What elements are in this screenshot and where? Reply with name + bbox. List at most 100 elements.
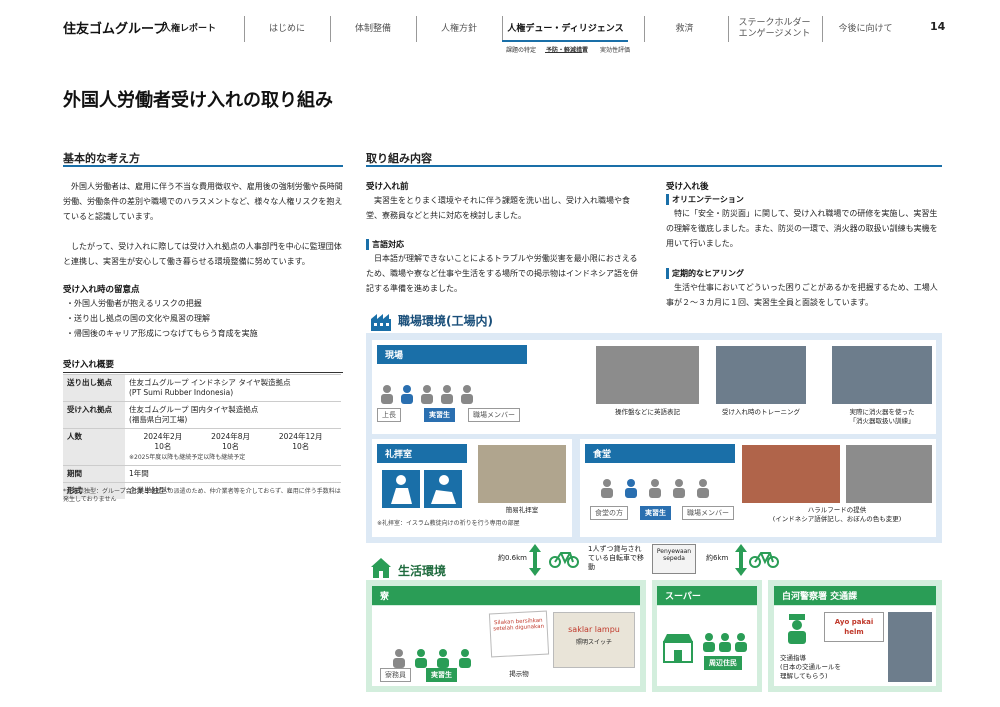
dorm-people bbox=[392, 648, 472, 668]
nav-future[interactable]: 今後に向けて bbox=[822, 16, 908, 42]
light-switch-sign: saklar lampu bbox=[568, 625, 620, 634]
nav-intro[interactable]: はじめに bbox=[244, 16, 329, 42]
orientation-heading: オリエンテーション bbox=[666, 194, 744, 205]
bicycle-icon bbox=[549, 552, 579, 568]
house-icon bbox=[371, 558, 391, 578]
person-icon bbox=[673, 479, 685, 498]
person-icon bbox=[415, 649, 427, 668]
factory-icon bbox=[370, 310, 392, 332]
halal-caption: ハラルフードの提供 (インドネシア語併記し、おぼんの色も変更) bbox=[772, 506, 902, 523]
person-icon bbox=[401, 385, 413, 404]
tag-coworkers: 職場メンバー bbox=[468, 408, 520, 422]
store-icon bbox=[663, 634, 693, 663]
cafeteria-people bbox=[600, 478, 710, 498]
prayer-icons bbox=[382, 470, 462, 508]
basic-heading: 基本的な考え方 bbox=[63, 152, 140, 165]
cafeteria-label: 食堂 bbox=[585, 444, 735, 463]
tag-coworkers: 職場メンバー bbox=[682, 506, 734, 520]
person-icon bbox=[719, 633, 731, 652]
nav-remedy[interactable]: 救済 bbox=[644, 16, 724, 42]
tag-cafeteria-staff: 食堂の方 bbox=[590, 506, 628, 520]
light-switch-photo: saklar lampu 照明スイッチ bbox=[553, 612, 635, 668]
person-icon bbox=[381, 385, 393, 404]
person-icon bbox=[649, 479, 661, 498]
table-row: 形式企業単独型* bbox=[63, 482, 341, 499]
person-icon bbox=[393, 649, 405, 668]
note-item: ・外国人労働者が抱えるリスクの把握 bbox=[66, 299, 202, 308]
table-row: 受け入れ拠点住友ゴムグループ 国内タイヤ製造拠点 (福島県白河工場) bbox=[63, 401, 341, 429]
traffic-guidance-photo bbox=[888, 612, 932, 682]
nav-due-diligence[interactable]: 人権デュー・ディリジェンス bbox=[502, 16, 628, 42]
control-panel-photo bbox=[596, 346, 699, 404]
dorm-caption: 掲示物 bbox=[509, 670, 529, 678]
page-title: 外国人労働者受け入れの取り組み bbox=[63, 90, 333, 111]
footnote: *企業単独型：グループ会社から本社への派遣のため、仲介業者等を介しておらず、雇用… bbox=[63, 488, 341, 503]
person-icon bbox=[735, 633, 747, 652]
halal-tray-photo bbox=[742, 445, 840, 503]
person-icon bbox=[459, 649, 471, 668]
tag-supervisor: 上長 bbox=[377, 408, 401, 422]
prayer-label: 礼拝室 bbox=[377, 444, 467, 463]
residents-icons bbox=[702, 632, 748, 652]
light-switch-jp: 照明スイッチ bbox=[575, 639, 612, 646]
orientation-paragraph: 特に「安全・防災面」に関して、受け入れ職場での研修を実施し、実習生の理解を徹底し… bbox=[666, 209, 938, 248]
life-env-title: 生活環境 bbox=[398, 564, 447, 578]
company-logo: 住友ゴムグループ bbox=[63, 22, 167, 37]
fire-drill-photo bbox=[832, 346, 932, 404]
subnav-evaluation[interactable]: 実効性評価 bbox=[600, 47, 631, 54]
note-item: ・帰国後のキャリア形成につなげてもらう育成を実施 bbox=[66, 329, 258, 338]
active-nav-indicator bbox=[502, 40, 628, 42]
person-icon bbox=[703, 633, 715, 652]
overview-heading: 受け入れ概要 bbox=[63, 360, 115, 370]
photo-caption: 操作盤などに英語表記 bbox=[615, 408, 680, 416]
intake-note: ※2025年度以降も継続予定以降も継続予定 bbox=[129, 454, 246, 461]
overview-table: 送り出し拠点住友ゴムグループ インドネシア タイヤ製造拠点 (PT Sumi R… bbox=[63, 374, 341, 499]
police-caption: 交通指導 (日本の交通ルールを 理解してもらう) bbox=[780, 654, 842, 680]
person-icon bbox=[625, 479, 637, 498]
photo-caption: 実際に消火器を使った 「消火器取扱い訓練」 bbox=[849, 408, 915, 425]
section-rule bbox=[63, 372, 343, 373]
nav-policy[interactable]: 人権方針 bbox=[416, 16, 501, 42]
prayer-icon bbox=[382, 470, 420, 508]
tag-dorm-staff: 寮務員 bbox=[380, 668, 411, 682]
bicycle-rental-sign: Penyewaan sepeda bbox=[652, 544, 696, 574]
subnav-identify[interactable]: 課題の特定 bbox=[506, 47, 537, 54]
note-item: ・送り出し拠点の国の文化や風習の理解 bbox=[66, 314, 210, 323]
arrow-updown-icon bbox=[735, 544, 747, 576]
tag-trainee: 実習生 bbox=[426, 668, 457, 682]
tag-residents: 周辺住民 bbox=[704, 656, 742, 670]
photo-caption: 受け入れ時のトレーニング bbox=[722, 408, 800, 416]
supermarket-label: スーパー bbox=[657, 586, 757, 605]
bicycle-caption: 1人ずつ貸与されている自転車で移動 bbox=[588, 545, 644, 571]
tag-trainee: 実習生 bbox=[424, 408, 455, 422]
language-paragraph: 日本語が理解できないことによるトラブルや労働災害を最小限におさえるため、職場や寮… bbox=[366, 254, 638, 293]
arrow-updown-icon bbox=[529, 544, 541, 576]
tag-trainee: 実習生 bbox=[640, 506, 671, 520]
nav-stakeholder[interactable]: ステークホルダー エンゲージメント bbox=[728, 16, 820, 42]
prayer-room-photo bbox=[478, 445, 566, 503]
person-icon bbox=[421, 385, 433, 404]
before-paragraph: 実習生をとりまく環境やそれに伴う課題を洗い出し、受け入れ職場や食堂、寮務員などと… bbox=[366, 196, 630, 220]
efforts-heading: 取り組み内容 bbox=[366, 152, 432, 165]
table-row: 送り出し拠点住友ゴムグループ インドネシア タイヤ製造拠点 (PT Sumi R… bbox=[63, 374, 341, 402]
prayer-icon bbox=[424, 470, 462, 508]
basic-paragraph-1: 外国人労働者は、雇用に伴う不当な費用徴収や、雇用後の強制労働や長時間労働、労働条… bbox=[63, 182, 343, 221]
training-photo bbox=[716, 346, 806, 404]
before-heading: 受け入れ前 bbox=[366, 182, 409, 192]
basic-paragraph-2: したがって、受け入れに際しては受け入れ拠点の人事部門を中心に監理団体と連携し、実… bbox=[63, 242, 342, 266]
nav-system[interactable]: 体制整備 bbox=[330, 16, 415, 42]
subnav-prevention[interactable]: 予防・軽減措置 bbox=[546, 47, 589, 54]
person-icon bbox=[441, 385, 453, 404]
work-env-title: 職場環境(工場内) bbox=[398, 314, 493, 328]
distance-dorm: 約0.6km bbox=[498, 554, 528, 562]
after-heading: 受け入れ後 bbox=[666, 182, 709, 192]
page-number: 14 bbox=[930, 20, 946, 33]
person-icon bbox=[697, 479, 709, 498]
notes-heading: 受け入れ時の留意点 bbox=[63, 285, 140, 295]
genba-people bbox=[380, 384, 474, 404]
